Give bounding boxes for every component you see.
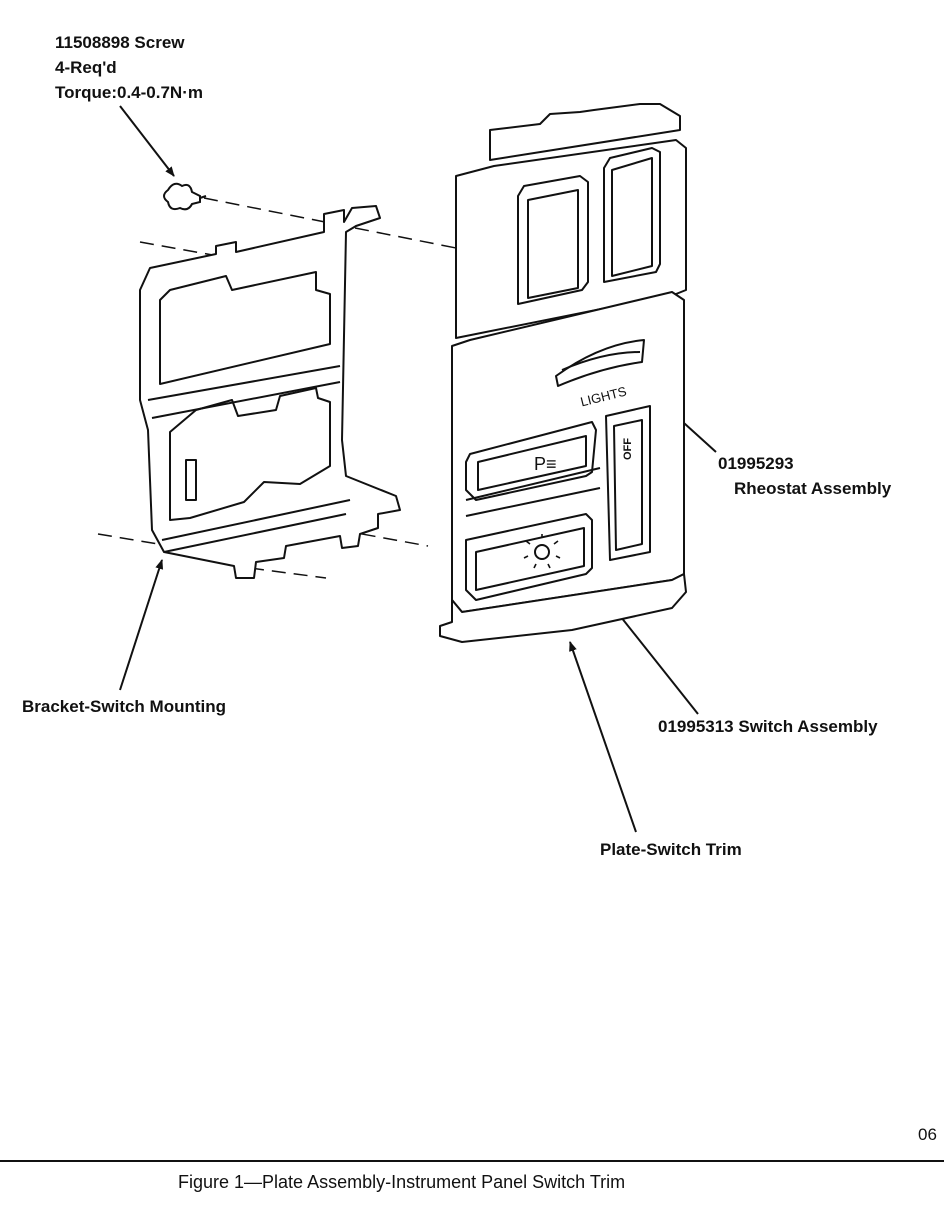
trim-label: Plate-Switch Trim: [600, 840, 742, 859]
figure-caption: Figure 1—Plate Assembly-Instrument Panel…: [178, 1172, 626, 1192]
footer-rule: [0, 1160, 944, 1162]
rheostat-name: Rheostat Assembly: [734, 479, 892, 498]
bracket-leader: [119, 559, 164, 691]
park-symbol-marking: P≡: [534, 454, 557, 474]
rheostat-label: 01995293 Rheostat Assembly: [718, 451, 891, 501]
screw-part-number: 11508898 Screw: [55, 33, 185, 52]
trim-leader: [569, 641, 637, 833]
rheostat-part-number: 01995293: [718, 454, 794, 473]
bracket-part: [139, 205, 401, 579]
off-marking: OFF: [622, 438, 634, 460]
screw-part: [163, 182, 207, 211]
screw-label: 11508898 Screw 4-Req'd Torque:0.4-0.7N·m: [55, 30, 203, 105]
bracket-label: Bracket-Switch Mounting: [22, 697, 227, 716]
switch-assembly-label: 01995313 Switch Assembly: [658, 717, 878, 736]
screw-torque: Torque:0.4-0.7N·m: [55, 83, 203, 102]
page-number: 06: [918, 1125, 937, 1144]
screw-leader: [119, 105, 175, 177]
screw-quantity: 4-Req'd: [55, 58, 117, 77]
trim-plate-part: [439, 103, 687, 643]
